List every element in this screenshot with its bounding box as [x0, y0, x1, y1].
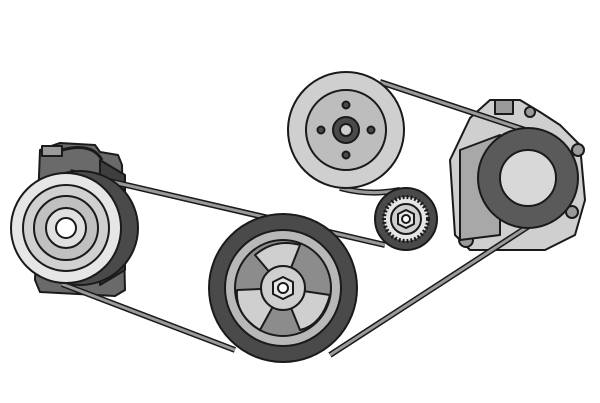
ac-compressor-pulley — [10, 170, 139, 286]
idler-pulley — [287, 71, 405, 189]
alternator-pulley — [477, 127, 579, 229]
tensioner-pulley — [374, 187, 438, 251]
crankshaft-pulley — [208, 213, 358, 363]
